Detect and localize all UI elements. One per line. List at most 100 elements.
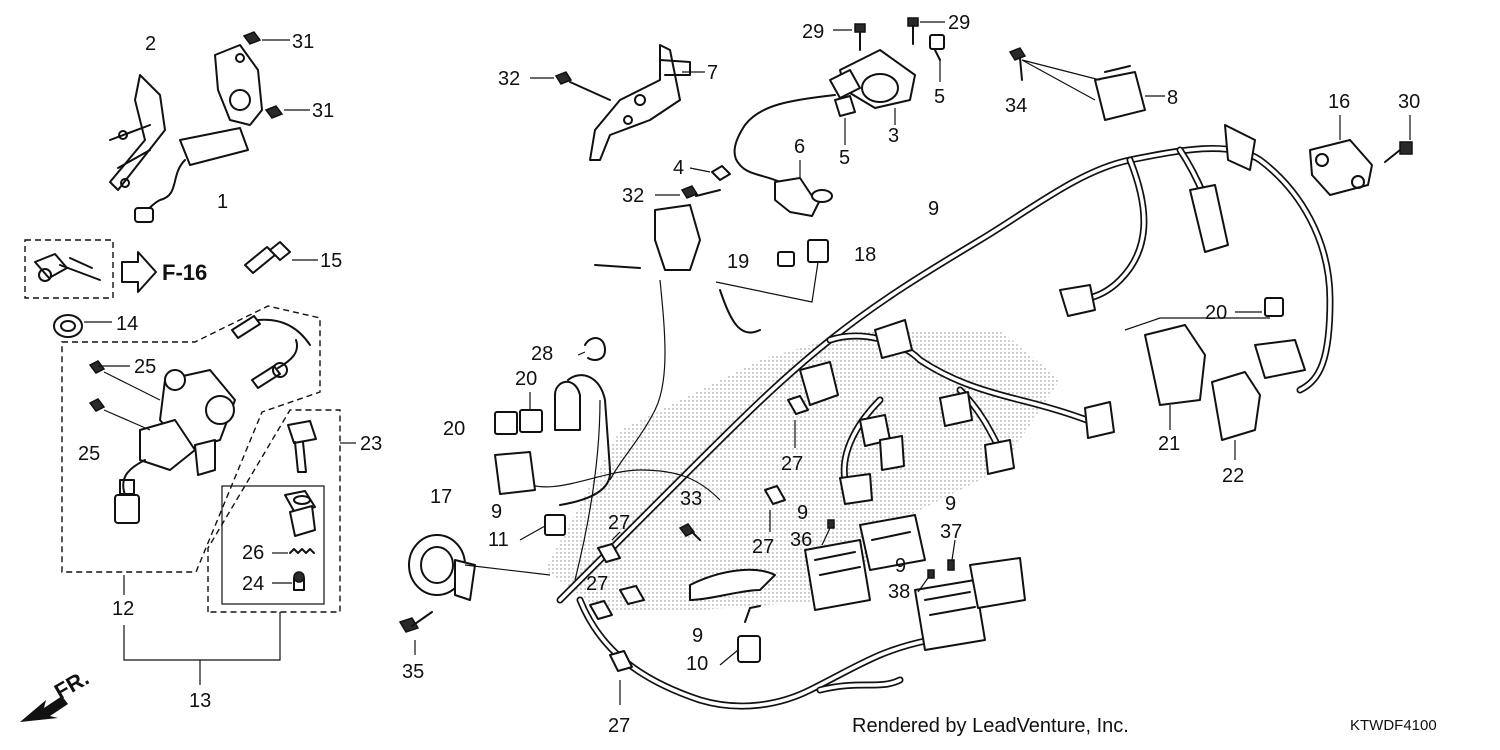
ref-f16-box[interactable] xyxy=(24,239,157,299)
part-17-horn[interactable] xyxy=(408,534,551,601)
callout-9-right-top: 9 xyxy=(945,493,956,515)
diagram-code: KTWDF4100 xyxy=(1350,717,1437,734)
callout-32-top: 32 xyxy=(498,68,520,90)
part-35-bolt[interactable] xyxy=(398,611,433,655)
callout-25-bottom: 25 xyxy=(78,443,100,465)
callout-29-left: 29 xyxy=(802,21,824,43)
callout-38: 38 xyxy=(888,581,910,603)
callout-20-right: 20 xyxy=(1205,302,1227,324)
callout-21: 21 xyxy=(1158,433,1180,455)
callout-4: 4 xyxy=(673,157,684,179)
part-29-bolts[interactable] xyxy=(833,17,945,51)
callout-30: 30 xyxy=(1398,91,1420,113)
callout-7: 7 xyxy=(707,62,718,84)
callout-27-mid: 27 xyxy=(608,512,630,534)
callout-8: 8 xyxy=(1167,87,1178,109)
callout-2: 2 xyxy=(145,33,156,55)
part-12-ignition-switch[interactable] xyxy=(114,315,311,524)
part-7-bracket[interactable] xyxy=(589,44,705,161)
callout-9-center: 9 xyxy=(797,502,808,524)
part-23-key-cylinder[interactable] xyxy=(221,420,325,605)
part-34-bolt[interactable] xyxy=(1008,47,1027,81)
part-23-group-outline xyxy=(207,409,356,613)
callout-19: 19 xyxy=(727,251,749,273)
ref-f16-label[interactable]: F-16 xyxy=(162,260,207,285)
part-11-relay[interactable] xyxy=(544,514,566,536)
callout-16: 16 xyxy=(1328,91,1350,113)
callout-17: 17 xyxy=(430,486,452,508)
part-33-screw[interactable] xyxy=(678,523,701,541)
part-22-box[interactable] xyxy=(1211,371,1261,460)
callout-13: 13 xyxy=(189,690,211,712)
part-3-ignition-coil[interactable] xyxy=(829,49,916,125)
part-19-clip[interactable] xyxy=(777,251,795,267)
part-31-bolts[interactable] xyxy=(242,31,310,119)
callout-29-right: 29 xyxy=(948,12,970,34)
part-37-38-fuse-box-b[interactable] xyxy=(914,557,1026,651)
part-6-sensor[interactable] xyxy=(733,94,836,217)
callout-27-bottom: 27 xyxy=(608,715,630,737)
callout-10: 10 xyxy=(686,653,708,675)
part-32-bolt-upper[interactable] xyxy=(530,71,611,101)
callout-33: 33 xyxy=(680,488,702,510)
callout-20-upper: 20 xyxy=(515,368,537,390)
credit-text: Rendered by LeadVenture, Inc. xyxy=(852,715,1129,737)
callout-12: 12 xyxy=(112,598,134,620)
callout-6: 6 xyxy=(794,136,805,158)
part-9-main-harness[interactable] xyxy=(519,124,1334,710)
part-10-connector[interactable] xyxy=(737,605,761,663)
callout-leaders xyxy=(519,351,956,666)
callout-37: 37 xyxy=(940,521,962,543)
part-5-clips[interactable] xyxy=(834,34,945,145)
callout-9-bottom: 9 xyxy=(692,625,703,647)
callout-36: 36 xyxy=(790,529,812,551)
part-26-spring[interactable] xyxy=(272,548,315,554)
callout-3: 3 xyxy=(888,125,899,147)
callout-14: 14 xyxy=(116,313,138,335)
callout-32-bottom: 32 xyxy=(622,185,644,207)
part-30-bolt[interactable] xyxy=(1384,115,1413,163)
fuse-box-right-connector[interactable] xyxy=(1254,339,1306,379)
part-20-relays-left[interactable] xyxy=(494,374,612,506)
callout-15: 15 xyxy=(320,250,342,272)
front-arrow xyxy=(20,696,68,722)
part-15-key[interactable] xyxy=(244,241,318,274)
part-36-fuse-box-a[interactable] xyxy=(804,514,926,611)
part-2-bracket[interactable] xyxy=(109,74,166,191)
callout-31-bottom: 31 xyxy=(312,100,334,122)
part-25-screws[interactable] xyxy=(88,360,161,431)
callout-27-lower: 27 xyxy=(586,573,608,595)
callout-24: 24 xyxy=(242,573,264,595)
callout-25-top: 25 xyxy=(134,356,156,378)
callout-31-top: 31 xyxy=(292,31,314,53)
part-12-group-outline xyxy=(61,305,321,573)
part-14-ring[interactable] xyxy=(53,314,112,338)
part-21-cover[interactable] xyxy=(1124,317,1270,430)
part-18-connector[interactable] xyxy=(715,239,829,303)
part-8-module[interactable] xyxy=(1021,59,1165,121)
callout-9-left: 9 xyxy=(491,501,502,523)
part-24-screw[interactable] xyxy=(272,571,305,591)
callout-27-center: 27 xyxy=(752,536,774,558)
callout-20-left: 20 xyxy=(443,418,465,440)
callout-34: 34 xyxy=(1005,95,1027,117)
part-4-clamp[interactable] xyxy=(689,165,731,181)
callout-28: 28 xyxy=(531,343,553,365)
part-28-band[interactable] xyxy=(584,337,606,361)
callout-11: 11 xyxy=(488,529,509,551)
front-direction-label: FR. xyxy=(50,665,93,704)
callout-1: 1 xyxy=(217,191,228,213)
part-27-clips[interactable] xyxy=(589,395,809,705)
callout-9-right-mid: 9 xyxy=(895,555,906,577)
callout-26: 26 xyxy=(242,542,264,564)
callout-18: 18 xyxy=(854,244,876,266)
harness-shading xyxy=(545,330,1060,610)
part-1-control-unit[interactable] xyxy=(134,44,263,223)
callout-27-right: 27 xyxy=(781,453,803,475)
part-20-relay-right[interactable] xyxy=(1235,297,1284,317)
part-16-relay[interactable] xyxy=(1309,115,1373,196)
callout-9-top: 9 xyxy=(928,198,939,220)
part-32-bolt-lower[interactable] xyxy=(655,185,721,199)
callout-5-right: 5 xyxy=(934,86,945,108)
